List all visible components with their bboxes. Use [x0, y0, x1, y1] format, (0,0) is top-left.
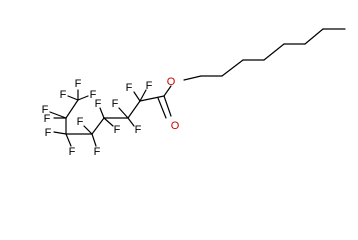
bond — [163, 85, 172, 97]
oxygen-atom-label: O — [171, 120, 180, 132]
bonds — [49, 28, 346, 147]
bond — [77, 95, 89, 101]
bond — [91, 117, 105, 135]
fluorine-atom-label: F — [42, 104, 49, 116]
oxygen-atom-label: O — [167, 76, 176, 88]
fluorine-atom-label: F — [90, 89, 97, 101]
fluorine-atom-label: F — [60, 89, 67, 101]
bond — [139, 95, 165, 102]
fluorine-atom-label: F — [75, 78, 82, 90]
bond — [263, 43, 285, 61]
fluorine-atom-label: F — [114, 124, 121, 136]
bond — [183, 75, 202, 81]
bond — [103, 117, 114, 127]
fluorine-atom-label: F — [44, 113, 51, 125]
bond — [221, 59, 244, 77]
fluorine-atom-label: F — [45, 127, 52, 139]
bond — [127, 117, 135, 127]
bond — [65, 133, 72, 147]
fluorine-atom-label: F — [95, 98, 102, 110]
fluorine-atom-label: F — [77, 116, 84, 128]
bond — [67, 95, 79, 101]
bond — [91, 133, 97, 147]
bond — [139, 89, 147, 102]
fluorine-atom-label: F — [126, 82, 133, 94]
fluorine-atom-label: F — [112, 98, 119, 110]
fluorine-atom-label: F — [135, 124, 142, 136]
chemical-structure: O O F F F F F F F F F F F F F F F — [42, 28, 346, 158]
fluorine-atom-label: F — [94, 146, 101, 158]
bond — [133, 91, 141, 102]
bond — [99, 107, 105, 119]
bond — [49, 111, 67, 119]
bond — [127, 100, 141, 119]
fluorine-atom-label: F — [69, 146, 76, 158]
fluorine-atom-label: F — [146, 80, 153, 92]
bond — [65, 99, 79, 119]
bond — [118, 107, 129, 119]
atom-labels: O O F F F F F F F F F F F F F F F — [42, 76, 180, 158]
bond — [304, 28, 324, 45]
bond — [53, 131, 67, 135]
bond — [163, 95, 172, 117]
bond — [157, 97, 167, 119]
bond — [83, 125, 93, 135]
